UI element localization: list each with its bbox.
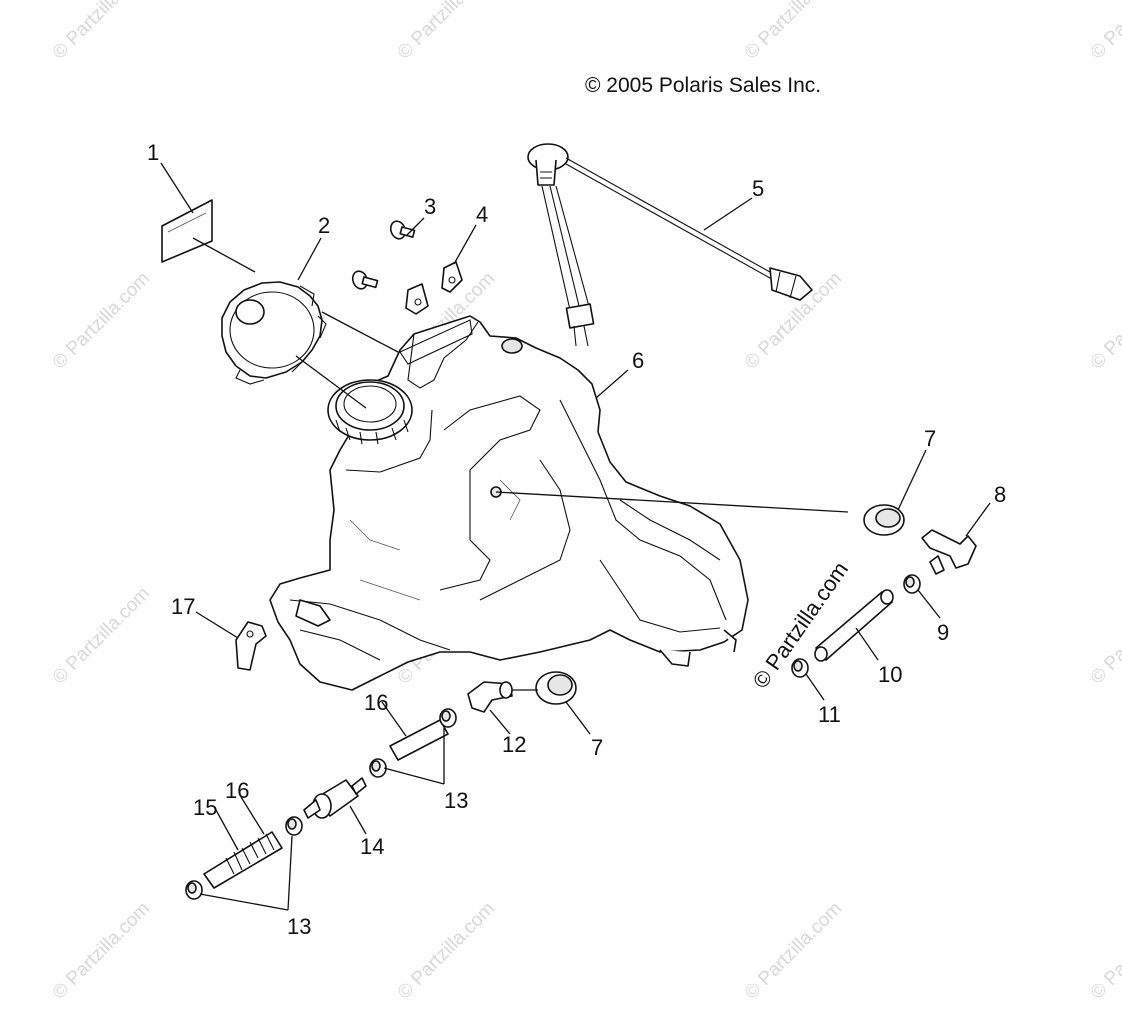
part-8-elbow-fitting (921, 529, 977, 575)
callout-15: 15 (193, 795, 217, 820)
part-6-fuel-tank (269, 315, 749, 691)
part-7-grommet-lower (535, 671, 577, 705)
part-2-fuel-cap (221, 281, 327, 385)
part-9-clamp (903, 574, 921, 594)
part-12-elbow (467, 681, 513, 713)
callout-14: 14 (360, 834, 384, 859)
part-10-hose (814, 589, 894, 662)
watermark: © Partzilla.com (741, 0, 846, 64)
watermark: © Partzilla.com (394, 0, 499, 64)
part-5-fuel-sender (527, 143, 813, 347)
callout-16-upper: 16 (364, 690, 388, 715)
part-17-bracket (235, 621, 267, 671)
copyright-text: © 2005 Polaris Sales Inc. (585, 74, 821, 97)
watermark: © Partzilla.com (49, 0, 154, 64)
callout-1: 1 (147, 140, 159, 165)
watermark: © Partzilla.com (1087, 583, 1122, 688)
leader-lines (160, 162, 991, 911)
part-11-clamp (791, 658, 809, 678)
callout-11: 11 (818, 702, 841, 727)
callout-7-upper: 7 (924, 426, 936, 451)
part-13-clamps-lower (185, 816, 303, 900)
watermark: © Partzilla.com (1087, 268, 1122, 373)
callout-2: 2 (318, 213, 330, 238)
callout-5: 5 (752, 176, 764, 201)
callout-3: 3 (424, 194, 436, 219)
part-14-fuel-filter (303, 777, 367, 819)
part-1-decal (161, 199, 213, 263)
callout-4: 4 (476, 202, 488, 227)
watermark: © Partzilla.com (1087, 0, 1122, 64)
callout-7-lower: 7 (591, 735, 603, 760)
callout-8: 8 (994, 482, 1006, 507)
watermark: © Partzilla.com (49, 583, 154, 688)
watermark: © Partzilla.com (49, 268, 154, 373)
part-7-grommet-upper (863, 504, 905, 536)
watermark: © Partzilla.com (49, 898, 154, 1003)
callout-13-lower: 13 (287, 914, 311, 939)
part-3-bolts (351, 220, 416, 290)
callout-13-upper: 13 (444, 788, 468, 813)
callout-9: 9 (937, 620, 949, 645)
callout-10: 10 (878, 662, 902, 687)
watermark: © Partzilla.com (1087, 898, 1122, 1003)
callouts: 1 2 3 4 5 6 7 8 9 10 11 12 7 16 13 14 16… (147, 140, 1006, 939)
watermark: © Partzilla.com (394, 898, 499, 1003)
callout-6: 6 (632, 348, 644, 373)
part-16-hose-upper (389, 719, 449, 761)
callout-17: 17 (171, 594, 195, 619)
callout-12: 12 (502, 732, 526, 757)
watermark: © Partzilla.com (741, 898, 846, 1003)
part-15-16-hose-spring (203, 831, 283, 889)
callout-16-lower: 16 (225, 778, 249, 803)
part-13-clamps-upper (369, 708, 457, 778)
